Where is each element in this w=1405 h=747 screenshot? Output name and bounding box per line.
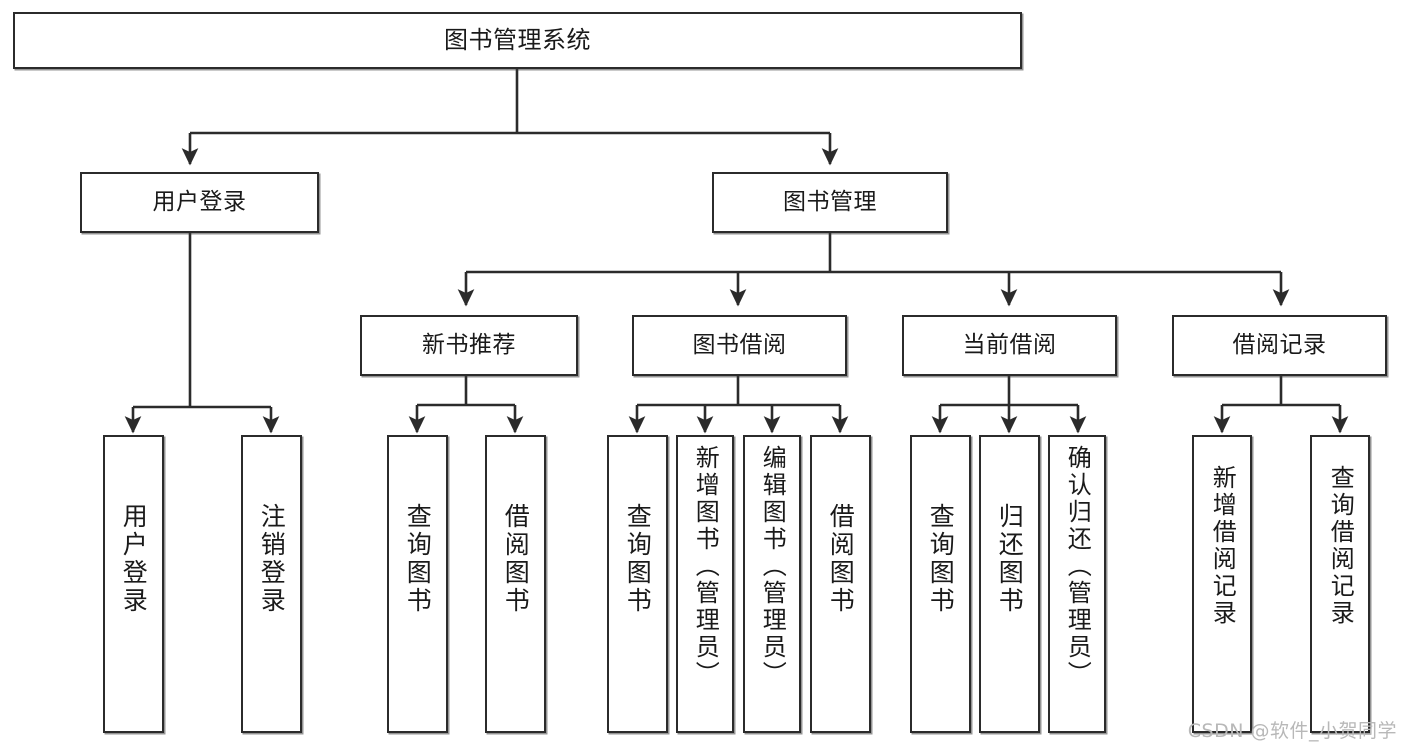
leaf-query-book-recommend[interactable]: 查询图书: [387, 435, 448, 733]
leaf-borrow-book[interactable]: 借阅图书: [810, 435, 871, 733]
node-user-login[interactable]: 用户登录: [80, 172, 319, 233]
node-label: 新书推荐: [422, 331, 516, 358]
leaf-return-book[interactable]: 归还图书: [979, 435, 1040, 733]
leaf-query-borrow-record[interactable]: 查询借阅记录: [1310, 435, 1370, 733]
node-label: 用户登录: [152, 188, 247, 215]
leaf-confirm-return-admin[interactable]: 确认归还（管理员）: [1048, 435, 1106, 733]
leaf-edit-book-admin[interactable]: 编辑图书（管理员）: [743, 435, 801, 733]
leaf-query-book-borrow[interactable]: 查询图书: [607, 435, 668, 733]
node-label: 借阅图书: [501, 503, 531, 615]
node-label: 图书借阅: [692, 331, 787, 358]
node-borrow-record[interactable]: 借阅记录: [1172, 315, 1387, 376]
leaf-add-book-admin[interactable]: 新增图书（管理员）: [676, 435, 734, 733]
leaf-add-borrow-record[interactable]: 新增借阅记录: [1192, 435, 1252, 733]
node-label: 用户登录: [119, 503, 149, 615]
node-book-borrow[interactable]: 图书借阅: [632, 315, 847, 376]
node-new-book-recommend[interactable]: 新书推荐: [360, 315, 578, 376]
node-label: 当前借阅: [962, 331, 1057, 358]
node-label: 查询借阅记录: [1326, 465, 1355, 627]
node-label: 查询图书: [623, 503, 653, 615]
node-label: 图书管理: [783, 188, 877, 215]
node-label: 查询图书: [403, 503, 433, 615]
node-label: 借阅记录: [1232, 331, 1327, 358]
node-label: 注销登录: [257, 503, 287, 615]
leaf-user-login[interactable]: 用户登录: [103, 435, 164, 733]
leaf-logout-login[interactable]: 注销登录: [241, 435, 302, 733]
node-book-manage[interactable]: 图书管理: [712, 172, 948, 233]
leaf-borrow-book-recommend[interactable]: 借阅图书: [485, 435, 546, 733]
watermark: CSDN @软件_小贺同学: [1187, 720, 1397, 742]
node-label: 新增图书（管理员）: [691, 445, 720, 688]
node-label: 图书管理系统: [444, 26, 591, 55]
node-root-system[interactable]: 图书管理系统: [13, 12, 1022, 69]
node-label: 新增借阅记录: [1208, 465, 1237, 627]
node-label: 归还图书: [995, 503, 1025, 615]
node-label: 借阅图书: [826, 503, 856, 615]
node-label: 查询图书: [926, 503, 956, 615]
node-label: 确认归还（管理员）: [1063, 445, 1092, 688]
node-label: 编辑图书（管理员）: [758, 445, 787, 688]
node-current-borrow[interactable]: 当前借阅: [902, 315, 1117, 376]
leaf-query-book-current[interactable]: 查询图书: [910, 435, 971, 733]
